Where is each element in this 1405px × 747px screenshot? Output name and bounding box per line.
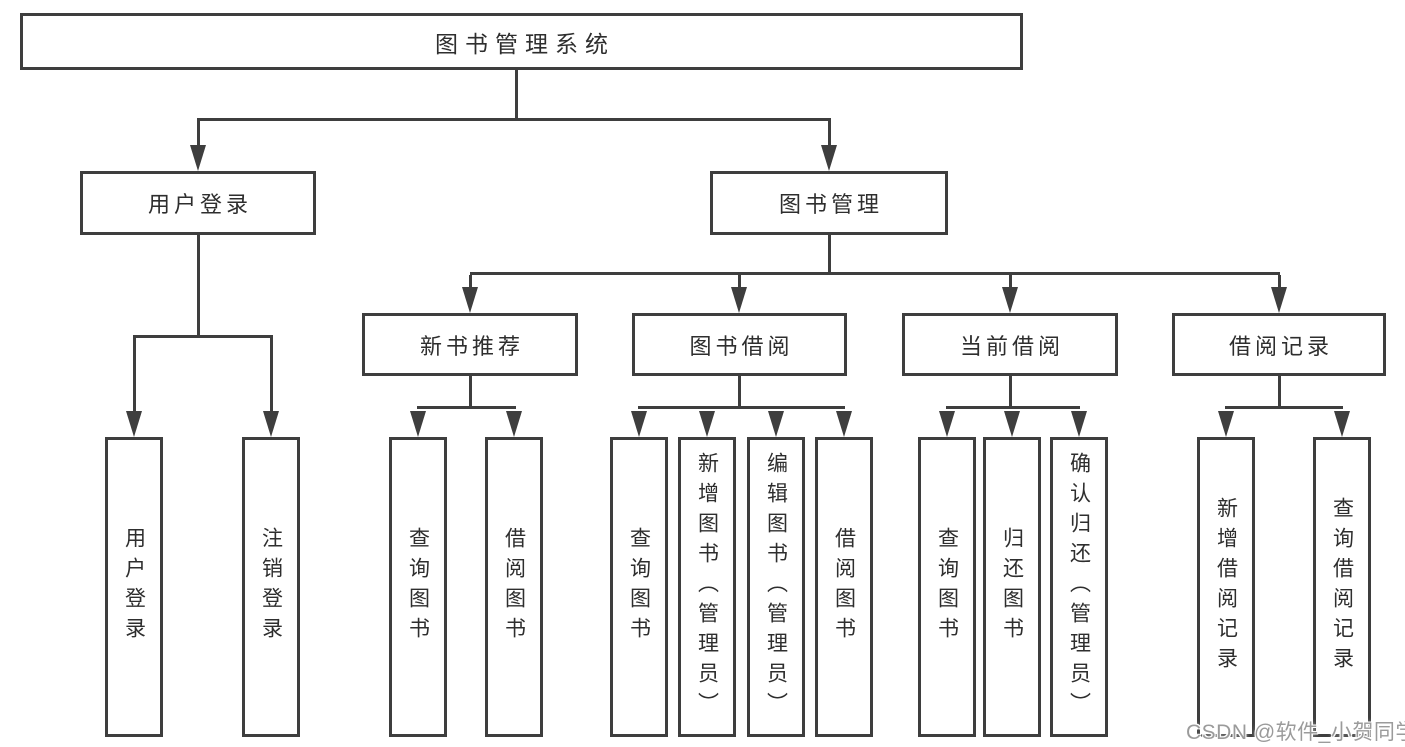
leaf-query-books-borrow: 查询图书 bbox=[610, 437, 668, 737]
arrowhead-icon bbox=[1071, 411, 1087, 437]
node-label: 查询图书 bbox=[935, 527, 959, 647]
connector-drop-leaf-logout bbox=[270, 338, 273, 412]
connector-level3-rail bbox=[470, 272, 1280, 275]
connector-level1-rail bbox=[197, 118, 831, 121]
leaf-borrow-books: 借阅图书 bbox=[815, 437, 873, 737]
connector-book-mgmt-stem bbox=[828, 235, 831, 272]
connector-drop-user-login bbox=[197, 121, 200, 147]
arrowhead-icon bbox=[768, 411, 784, 437]
node-label: 注销登录 bbox=[259, 527, 283, 647]
connector-drop-borrow-records bbox=[1278, 275, 1281, 288]
node-label: 借阅图书 bbox=[502, 527, 526, 647]
node-label: 图书管理 bbox=[778, 192, 883, 217]
connector-g0-stem bbox=[469, 376, 472, 407]
node-label: 新增图书（管理员） bbox=[695, 452, 719, 722]
node-label: 编辑图书（管理员） bbox=[764, 452, 788, 722]
connector-g3-rail bbox=[1225, 406, 1343, 409]
node-label: 借阅图书 bbox=[832, 527, 856, 647]
connector-root-stem bbox=[515, 70, 518, 118]
node-book-management: 图书管理 bbox=[710, 171, 948, 235]
leaf-add-borrow-record: 新增借阅记录 bbox=[1197, 437, 1255, 737]
leaf-confirm-return-admin: 确认归还（管理员） bbox=[1050, 437, 1108, 737]
arrowhead-icon bbox=[1271, 287, 1287, 313]
connector-g1-rail bbox=[638, 406, 845, 409]
connector-g0-rail bbox=[417, 406, 516, 409]
node-label: 查询图书 bbox=[627, 527, 651, 647]
connector-drop-current-borrow bbox=[1009, 275, 1012, 288]
arrowhead-icon bbox=[263, 411, 279, 437]
node-label: 查询借阅记录 bbox=[1330, 497, 1354, 677]
node-label: 用户登录 bbox=[147, 192, 252, 217]
arrowhead-icon bbox=[1218, 411, 1234, 437]
connector-g2-stem bbox=[1009, 376, 1012, 407]
node-label: 图书管理系统 bbox=[435, 30, 615, 57]
leaf-borrow-books-recommend: 借阅图书 bbox=[485, 437, 543, 737]
node-label: 新增借阅记录 bbox=[1214, 497, 1238, 677]
arrowhead-icon bbox=[462, 287, 478, 313]
leaf-return-book: 归还图书 bbox=[983, 437, 1041, 737]
arrowhead-icon bbox=[631, 411, 647, 437]
connector-drop-book-borrow bbox=[738, 275, 741, 288]
connector-drop-book-mgmt bbox=[828, 121, 831, 147]
arrowhead-icon bbox=[939, 411, 955, 437]
arrowhead-icon bbox=[1004, 411, 1020, 437]
leaf-query-borrow-record: 查询借阅记录 bbox=[1313, 437, 1371, 737]
arrowhead-icon bbox=[126, 411, 142, 437]
arrowhead-icon bbox=[190, 145, 206, 171]
node-new-book-recommend: 新书推荐 bbox=[362, 313, 578, 376]
leaf-add-book-admin: 新增图书（管理员） bbox=[678, 437, 736, 737]
connector-drop-new-book bbox=[469, 275, 472, 288]
arrowhead-icon bbox=[1002, 287, 1018, 313]
node-user-login: 用户登录 bbox=[80, 171, 316, 235]
arrowhead-icon bbox=[699, 411, 715, 437]
node-label: 用户登录 bbox=[122, 527, 146, 647]
csdn-watermark: CSDN @软件_小贺同学 bbox=[1186, 721, 1405, 744]
arrowhead-icon bbox=[506, 411, 522, 437]
node-current-borrow: 当前借阅 bbox=[902, 313, 1118, 376]
leaf-query-books-recommend: 查询图书 bbox=[389, 437, 447, 737]
leaf-query-books-current: 查询图书 bbox=[918, 437, 976, 737]
connector-g3-stem bbox=[1278, 376, 1281, 407]
node-label: 借阅记录 bbox=[1228, 333, 1333, 359]
node-label: 图书借阅 bbox=[689, 333, 794, 359]
node-label: 新书推荐 bbox=[419, 333, 524, 359]
connector-drop-leaf-user-login bbox=[133, 338, 136, 412]
node-borrow-records: 借阅记录 bbox=[1172, 313, 1386, 376]
node-library-system-root: 图书管理系统 bbox=[20, 13, 1023, 70]
leaf-edit-book-admin: 编辑图书（管理员） bbox=[747, 437, 805, 737]
connector-user-login-stem bbox=[197, 235, 200, 335]
connector-g1-stem bbox=[738, 376, 741, 407]
connector-g2-rail bbox=[946, 406, 1080, 409]
leaf-logout: 注销登录 bbox=[242, 437, 300, 737]
connector-user-login-rail bbox=[133, 335, 273, 338]
arrowhead-icon bbox=[731, 287, 747, 313]
arrowhead-icon bbox=[1334, 411, 1350, 437]
leaf-user-login: 用户登录 bbox=[105, 437, 163, 737]
arrowhead-icon bbox=[821, 145, 837, 171]
node-label: 查询图书 bbox=[406, 527, 430, 647]
node-label: 归还图书 bbox=[1000, 527, 1024, 647]
node-book-borrow: 图书借阅 bbox=[632, 313, 847, 376]
arrowhead-icon bbox=[836, 411, 852, 437]
arrowhead-icon bbox=[410, 411, 426, 437]
node-label: 确认归还（管理员） bbox=[1067, 452, 1091, 722]
node-label: 当前借阅 bbox=[959, 333, 1064, 359]
